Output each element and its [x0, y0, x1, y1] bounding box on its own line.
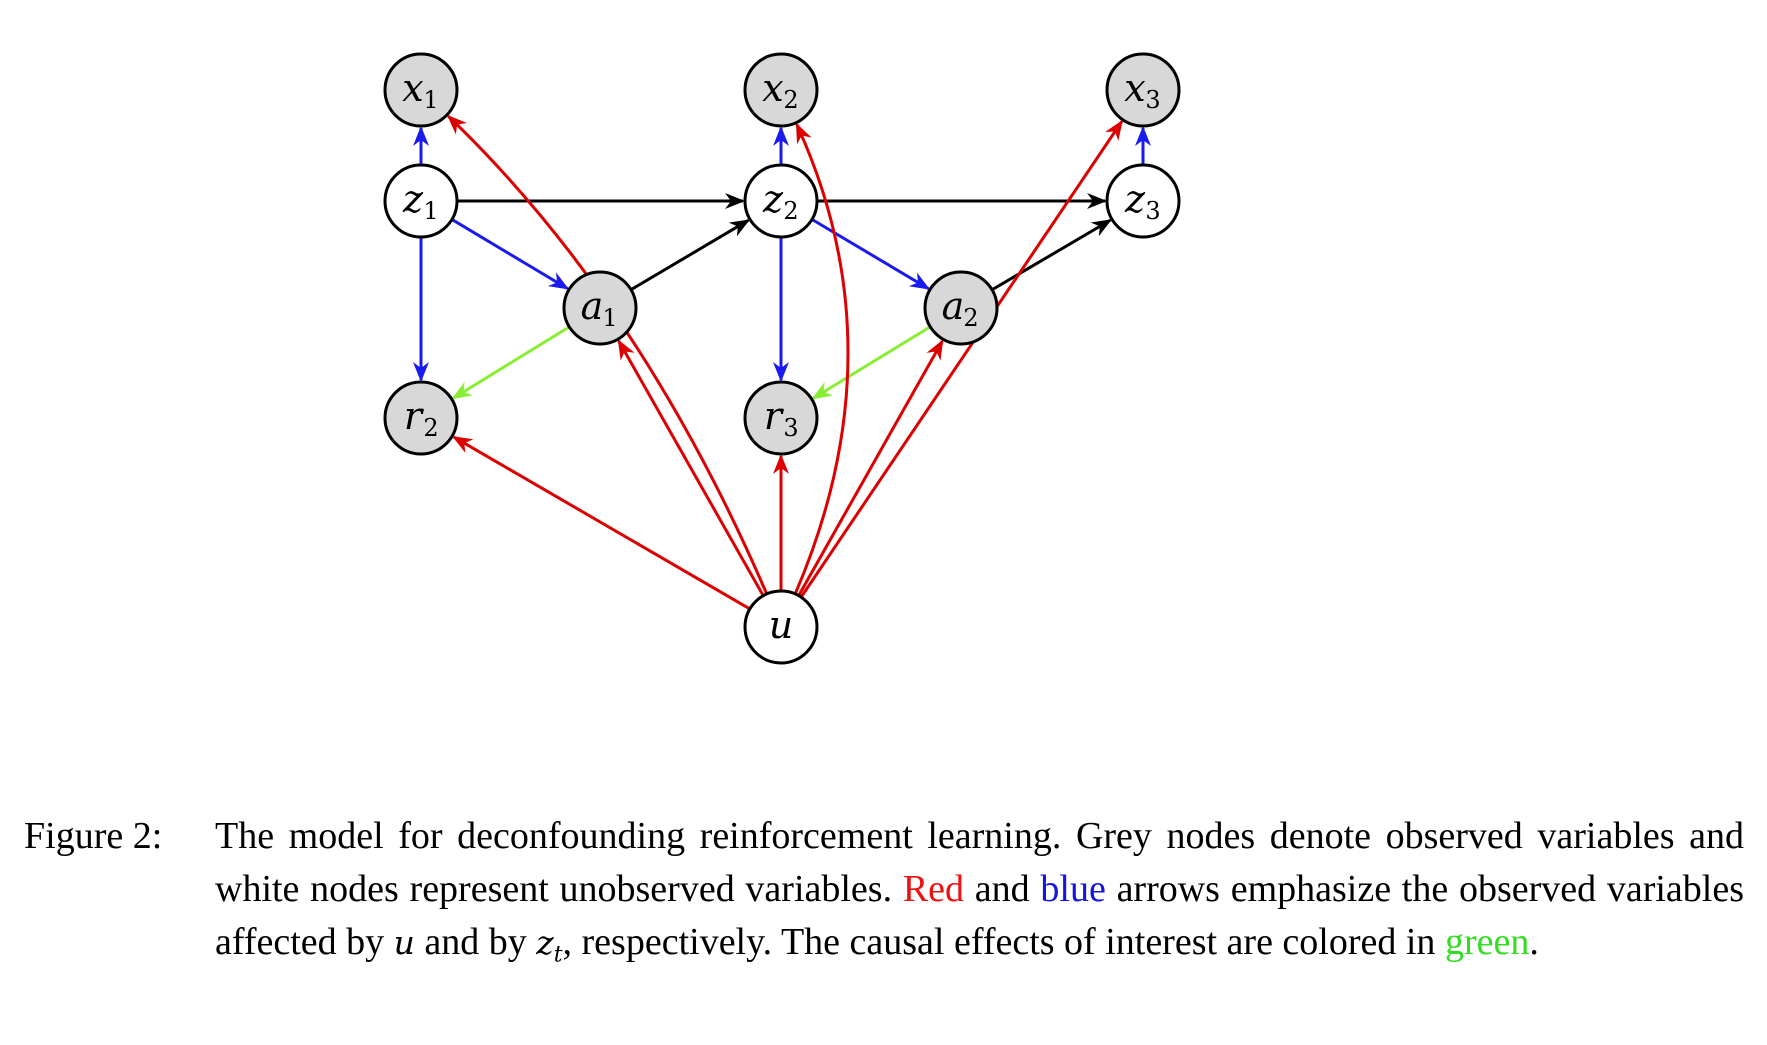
- node-r3-subscript: 3: [783, 414, 798, 442]
- node-x2-subscript: 2: [783, 86, 798, 114]
- edge-u-to-a2: [797, 339, 944, 597]
- node-u-circle: [743, 589, 819, 665]
- edge-u-to-a1: [617, 339, 765, 597]
- node-r2-label: r: [404, 394, 425, 438]
- caption-part1: The model for deconfounding reinforcemen…: [215, 815, 1744, 910]
- edge-z1-to-a1: [451, 218, 570, 290]
- node-r2-subscript: 2: [423, 414, 438, 442]
- caption-math-z: zt: [536, 923, 562, 968]
- edge-a1-to-r2: [451, 325, 571, 400]
- node-x1-circle: [383, 52, 459, 128]
- node-z3-circle: [1105, 163, 1181, 239]
- edge-z2-to-a2: [811, 218, 931, 290]
- edge-u-to-x3: [799, 119, 1124, 598]
- caption-label: Figure 2:: [24, 815, 163, 857]
- node-z3-subscript: 3: [1145, 197, 1160, 225]
- caption-blue-word: blue: [1040, 868, 1106, 910]
- node-r2-circle: [383, 380, 459, 456]
- node-x3-circle: [1105, 52, 1181, 128]
- edge-a1-to-z2: [630, 219, 751, 291]
- caption-green-word: green: [1444, 921, 1530, 963]
- caption-math-z-sub: t: [553, 942, 563, 968]
- node-z1-label: z: [402, 177, 424, 221]
- caption-and1: and: [974, 868, 1030, 910]
- node-r3-circle: [743, 380, 819, 456]
- node-a1-subscript: 1: [602, 304, 617, 332]
- node-x2-label: x: [762, 66, 783, 110]
- node-a2-label: a: [942, 284, 965, 328]
- node-z1-subscript: 1: [423, 197, 438, 225]
- edge-a2-to-z3: [991, 218, 1112, 292]
- node-u-label: u: [769, 603, 793, 647]
- node-u: u: [743, 589, 819, 665]
- node-x3-subscript: 3: [1145, 86, 1160, 114]
- caption-end: .: [1529, 921, 1539, 963]
- node-z2-circle: [743, 163, 819, 239]
- edge-u-to-x2: [793, 122, 850, 595]
- node-a1-circle: [562, 270, 638, 346]
- node-x1-label: x: [402, 66, 423, 110]
- caption-red-word: Red: [902, 868, 965, 910]
- caption-part3: , respectively. The causal effects of in…: [562, 921, 1436, 963]
- node-a2-circle: [923, 270, 999, 346]
- edge-u-to-r2: [452, 435, 751, 611]
- caption-math-z-base: z: [536, 923, 554, 962]
- node-a1-label: a: [581, 284, 604, 328]
- node-z2-label: z: [762, 177, 784, 221]
- node-z2-subscript: 2: [783, 197, 798, 225]
- caption-math-u: u: [393, 923, 415, 962]
- node-z3-label: z: [1124, 177, 1146, 221]
- edge-a2-to-r3: [811, 325, 932, 400]
- edges-layer: [413, 114, 1151, 611]
- figure-caption: Figure 2: The model for deconfounding re…: [24, 810, 1744, 982]
- caption-and2: and by: [424, 921, 527, 963]
- edge-u-to-x1: [446, 114, 769, 595]
- node-x3-label: x: [1124, 66, 1145, 110]
- node-r3-label: r: [764, 394, 785, 438]
- node-a2-subscript: 2: [963, 304, 978, 332]
- caption-part2: arrows emphasize the observed variables …: [215, 868, 1745, 963]
- node-z1-circle: [383, 163, 459, 239]
- node-x1-subscript: 1: [423, 86, 438, 114]
- caption-text: The model for deconfounding reinforcemen…: [215, 810, 1744, 982]
- node-x2-circle: [743, 52, 819, 128]
